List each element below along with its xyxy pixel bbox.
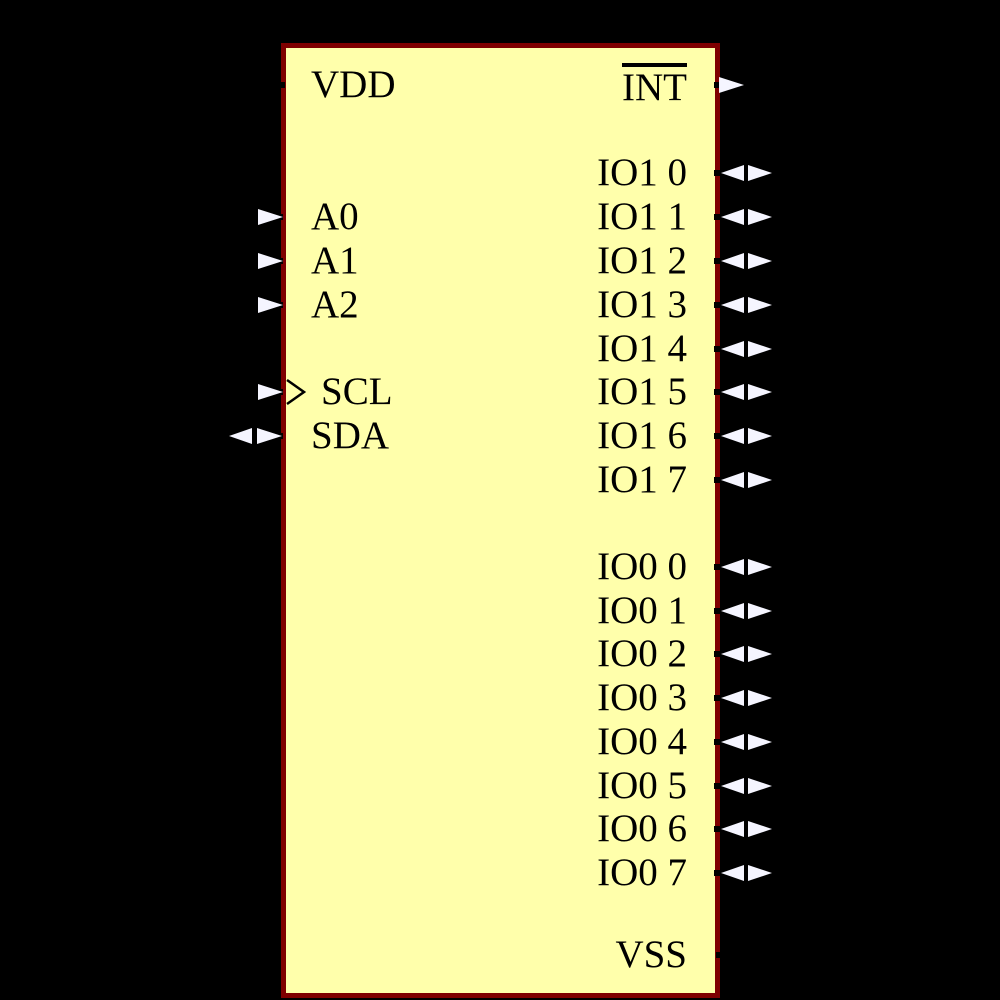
pin-label-vdd: VDD	[311, 63, 396, 106]
pin-io0-5[interactable]	[714, 778, 772, 794]
pin-label-io1-3: IO1 3	[597, 283, 687, 326]
bidirectional-arrow-icon	[748, 253, 772, 269]
pin-label-io1-6: IO1 6	[597, 414, 687, 457]
bidirectional-arrow-icon	[748, 865, 772, 881]
pin-io1-0[interactable]	[714, 165, 772, 181]
pin-io1-3[interactable]	[714, 297, 772, 313]
pin-io0-2[interactable]	[714, 646, 772, 662]
pin-a1[interactable]	[258, 253, 283, 269]
pin-io0-0[interactable]	[714, 559, 772, 575]
input-arrow-icon	[258, 253, 283, 269]
pin-scl[interactable]	[258, 378, 307, 406]
pin-label-io0-7: IO0 7	[597, 851, 687, 894]
bidirectional-arrow-icon	[748, 384, 772, 400]
pin-io0-7[interactable]	[714, 865, 772, 881]
input-arrow-icon	[258, 297, 283, 313]
pin-label-a1: A1	[311, 239, 359, 282]
pin-label-io1-7: IO1 7	[597, 458, 687, 501]
pin-a2[interactable]	[258, 297, 283, 313]
bidirectional-arrow-icon	[748, 341, 772, 357]
pin-label-io0-1: IO0 1	[597, 589, 687, 632]
bidirectional-arrow-icon	[721, 865, 744, 881]
bidirectional-arrow-icon	[721, 734, 744, 750]
component-body[interactable]	[281, 43, 720, 998]
bidirectional-arrow-icon	[721, 297, 744, 313]
pin-label-io1-2: IO1 2	[597, 239, 687, 282]
bidirectional-arrow-icon	[748, 472, 772, 488]
bidirectional-arrow-icon	[721, 341, 744, 357]
bidirectional-arrow-icon	[748, 297, 772, 313]
pin-label-io0-4: IO0 4	[597, 720, 687, 763]
pin-io0-1[interactable]	[714, 603, 772, 619]
active-low-overline: INT	[622, 63, 687, 107]
output-arrow-icon	[719, 77, 744, 93]
bidirectional-arrow-icon	[721, 603, 744, 619]
bidirectional-arrow-icon	[721, 428, 744, 444]
input-arrow-icon	[258, 209, 283, 225]
pin-label-sda: SDA	[311, 414, 390, 457]
bidirectional-arrow-icon	[748, 559, 772, 575]
pin-int[interactable]	[714, 77, 744, 93]
bidirectional-arrow-icon	[748, 821, 772, 837]
pin-a0[interactable]	[258, 209, 283, 225]
pin-label-io1-5: IO1 5	[597, 370, 687, 413]
pin-label-scl: SCL	[321, 370, 393, 413]
pin-label-io0-2: IO0 2	[597, 632, 687, 675]
pin-io1-7[interactable]	[714, 472, 772, 488]
bidirectional-arrow-icon	[229, 428, 252, 444]
pin-label-io1-0: IO1 0	[597, 151, 687, 194]
bidirectional-arrow-icon	[721, 384, 744, 400]
pin-label-io1-4: IO1 4	[597, 327, 687, 370]
pin-io0-3[interactable]	[714, 690, 772, 706]
bidirectional-arrow-icon	[748, 778, 772, 794]
bidirectional-arrow-icon	[721, 209, 744, 225]
pin-vdd[interactable]	[271, 82, 285, 88]
pin-label-a0: A0	[311, 195, 359, 238]
pin-vss[interactable]	[716, 952, 728, 958]
pin-io1-5[interactable]	[714, 384, 772, 400]
bidirectional-arrow-icon	[721, 165, 744, 181]
bidirectional-arrow-icon	[748, 209, 772, 225]
pin-label-io0-3: IO0 3	[597, 676, 687, 719]
pin-io1-6[interactable]	[714, 428, 772, 444]
pin-label-io0-6: IO0 6	[597, 807, 687, 850]
bidirectional-arrow-icon	[748, 690, 772, 706]
pin-io1-1[interactable]	[714, 209, 772, 225]
pin-sda[interactable]	[229, 428, 283, 444]
bidirectional-arrow-icon	[721, 559, 744, 575]
clock-icon	[286, 378, 307, 406]
bidirectional-arrow-icon	[748, 428, 772, 444]
bidirectional-arrow-icon	[721, 778, 744, 794]
pin-io0-6[interactable]	[714, 821, 772, 837]
pin-io0-4[interactable]	[714, 734, 772, 750]
bidirectional-arrow-icon	[721, 646, 744, 662]
bidirectional-arrow-icon	[721, 821, 744, 837]
pin-label-io0-5: IO0 5	[597, 764, 687, 807]
input-arrow-icon	[258, 384, 283, 400]
bidirectional-arrow-icon	[721, 253, 744, 269]
bidirectional-arrow-icon	[721, 690, 744, 706]
bidirectional-arrow-icon	[748, 734, 772, 750]
pin-io1-4[interactable]	[714, 341, 772, 357]
bidirectional-arrow-icon	[748, 646, 772, 662]
bidirectional-arrow-icon	[721, 472, 744, 488]
bidirectional-arrow-icon	[748, 603, 772, 619]
bidirectional-arrow-icon	[748, 165, 772, 181]
bidirectional-arrow-icon	[257, 428, 282, 444]
pin-label-int: INT	[452, 63, 687, 107]
pin-io1-2[interactable]	[714, 253, 772, 269]
pin-label-a2: A2	[311, 283, 359, 326]
pin-label-vss: VSS	[615, 933, 687, 976]
pin-label-io0-0: IO0 0	[597, 545, 687, 588]
pin-label-io1-1: IO1 1	[597, 195, 687, 238]
